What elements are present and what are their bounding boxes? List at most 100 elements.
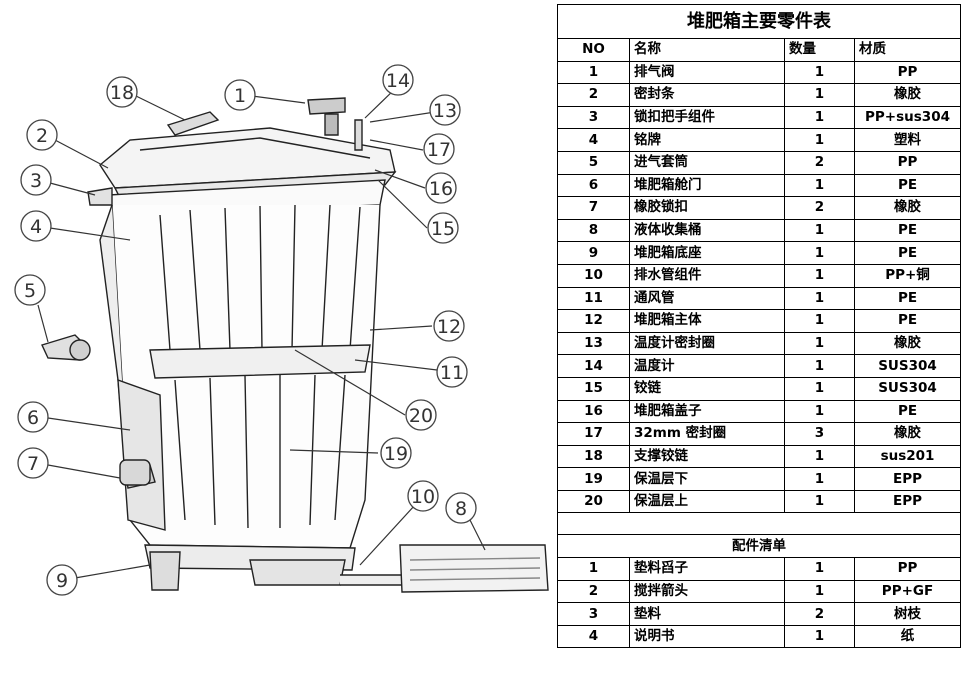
cell-no: 5 — [557, 150, 630, 175]
cell-no: 15 — [557, 376, 630, 401]
cell-qty: 1 — [784, 263, 855, 288]
cell-no: 8 — [557, 218, 630, 243]
cell-material: sus201 — [854, 444, 961, 469]
cell-name: 液体收集桶 — [629, 218, 785, 243]
cell-name: 垫料舀子 — [629, 557, 785, 581]
cell-name: 堆肥箱主体 — [629, 309, 785, 333]
cell-no: 1 — [557, 60, 630, 85]
cell-qty: 1 — [784, 241, 855, 265]
cell-name: 温度计密封圈 — [629, 331, 785, 356]
header-material: 材质 — [854, 38, 961, 62]
cell-material: 塑料 — [854, 128, 961, 152]
cell-name: 堆肥箱底座 — [629, 241, 785, 265]
cell-qty: 1 — [784, 624, 855, 649]
cell-name: 橡胶锁扣 — [629, 196, 785, 220]
cell-no: 2 — [557, 83, 630, 107]
cell-name: 铰链 — [629, 376, 785, 401]
parts-table-header-row: NO 名称 数量 材质 — [557, 38, 961, 62]
cell-name: 32mm 密封圈 — [629, 422, 785, 446]
cell-material: PE — [854, 286, 961, 311]
cell-name: 垫料 — [629, 602, 785, 626]
svg-text:13: 13 — [433, 100, 457, 122]
svg-text:18: 18 — [110, 82, 134, 104]
cell-no: 20 — [557, 489, 630, 514]
cell-no: 18 — [557, 444, 630, 469]
exploded-view-diagram: 1 2 3 4 5 6 7 8 9 10 11 12 13 14 15 16 1… — [14, 64, 549, 596]
cell-name: 搅拌箭头 — [629, 579, 785, 604]
svg-text:6: 6 — [27, 407, 39, 429]
cell-qty: 1 — [784, 128, 855, 152]
cell-name: 密封条 — [629, 83, 785, 107]
cell-material: SUS304 — [854, 354, 961, 378]
cell-qty: 1 — [784, 557, 855, 581]
cell-no: 7 — [557, 196, 630, 220]
callout-19: 19 — [380, 437, 412, 469]
header-no: NO — [557, 38, 630, 62]
svg-text:12: 12 — [437, 316, 461, 338]
cell-qty: 1 — [784, 286, 855, 311]
cell-qty: 1 — [784, 579, 855, 604]
svg-text:5: 5 — [24, 280, 36, 302]
leader-lines — [37, 85, 486, 579]
callout-3: 3 — [20, 164, 52, 196]
cell-name: 排水管组件 — [629, 263, 785, 288]
svg-text:15: 15 — [431, 218, 455, 240]
cell-no: 3 — [557, 602, 630, 626]
header-qty: 数量 — [784, 38, 855, 62]
cell-material: PP+sus304 — [854, 105, 961, 130]
svg-text:9: 9 — [56, 570, 68, 592]
cell-material: PE — [854, 173, 961, 198]
svg-text:16: 16 — [429, 178, 453, 200]
cell-no: 9 — [557, 241, 630, 265]
cell-material: EPP — [854, 467, 961, 491]
cell-no: 17 — [557, 422, 630, 446]
composter-drawing: 1 2 3 4 5 6 7 8 9 10 11 12 13 14 15 16 1… — [14, 64, 549, 596]
cell-material: PP — [854, 557, 961, 581]
cell-material: EPP — [854, 489, 961, 514]
cell-material: 橡胶 — [854, 83, 961, 107]
callout-2: 2 — [26, 119, 58, 151]
callout-1: 1 — [224, 79, 256, 111]
cell-qty: 1 — [784, 331, 855, 356]
cell-no: 1 — [557, 557, 630, 581]
cell-material: PP — [854, 150, 961, 175]
cell-name: 排气阀 — [629, 60, 785, 85]
blank-row — [557, 512, 961, 536]
svg-text:7: 7 — [27, 453, 39, 475]
cell-material: 橡胶 — [854, 196, 961, 220]
svg-text:1: 1 — [234, 85, 246, 107]
callout-14: 14 — [382, 64, 414, 96]
cell-name: 保温层上 — [629, 489, 785, 514]
cell-no: 4 — [557, 624, 630, 649]
cell-qty: 1 — [784, 467, 855, 491]
svg-text:20: 20 — [409, 405, 433, 427]
cell-material: 橡胶 — [854, 422, 961, 446]
callout-5: 5 — [14, 274, 46, 306]
header-name: 名称 — [629, 38, 785, 62]
cell-name: 进气套筒 — [629, 150, 785, 175]
cell-qty: 1 — [784, 376, 855, 401]
cell-qty: 1 — [784, 489, 855, 514]
svg-text:8: 8 — [455, 498, 467, 520]
callout-10: 10 — [407, 480, 439, 512]
cell-material: PE — [854, 241, 961, 265]
parts-table-title-row: 堆肥箱主要零件表 — [557, 4, 961, 39]
callout-16: 16 — [425, 172, 457, 204]
accessories-title: 配件清单 — [557, 534, 961, 559]
